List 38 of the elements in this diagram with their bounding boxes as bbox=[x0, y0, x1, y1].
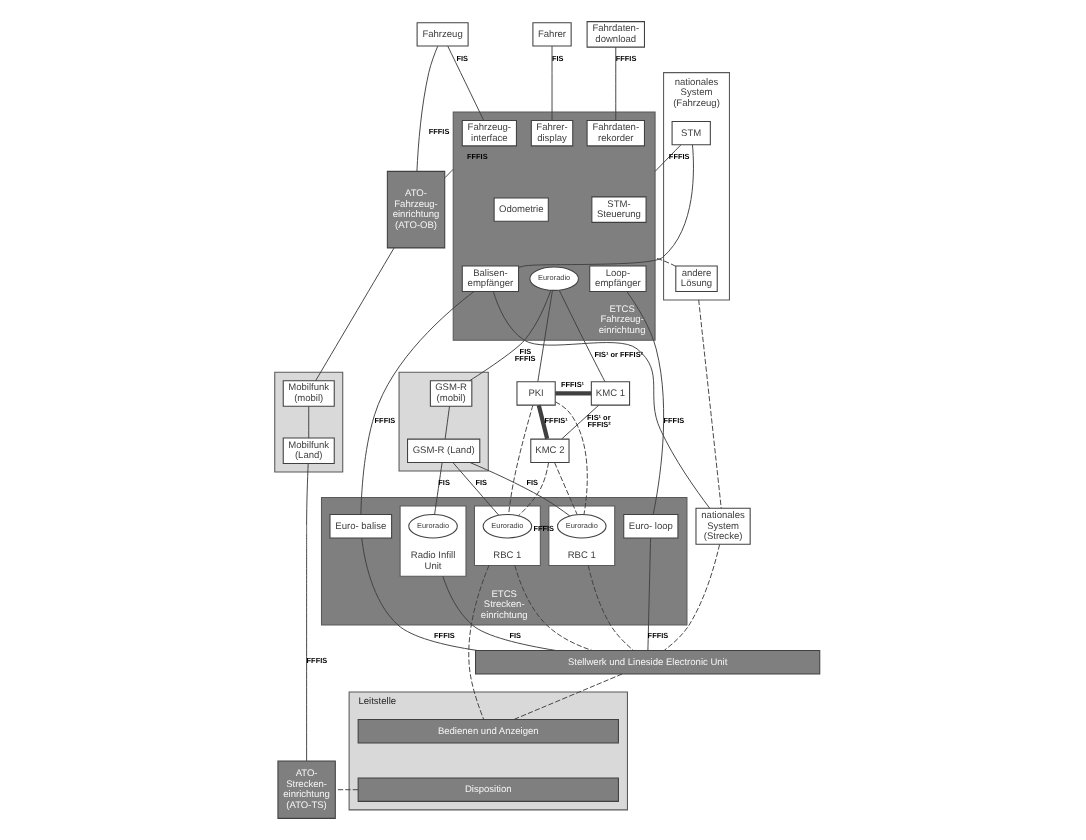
connector bbox=[537, 290, 553, 382]
cluster bbox=[398, 371, 489, 472]
connector bbox=[469, 462, 571, 517]
connector bbox=[555, 401, 588, 516]
connector bbox=[587, 565, 634, 651]
connector bbox=[306, 463, 309, 762]
cluster bbox=[274, 371, 344, 473]
connector bbox=[334, 789, 359, 791]
connector bbox=[517, 462, 549, 517]
connector bbox=[561, 404, 600, 440]
connector bbox=[468, 565, 490, 720]
connector bbox=[447, 45, 485, 121]
connector bbox=[615, 46, 617, 121]
connector bbox=[493, 291, 711, 509]
connector bbox=[551, 45, 553, 121]
connector bbox=[508, 404, 534, 515]
connector bbox=[626, 291, 665, 515]
connector bbox=[654, 144, 682, 172]
connector bbox=[308, 405, 310, 439]
connector bbox=[558, 290, 606, 383]
connector bbox=[514, 565, 593, 651]
connector bbox=[513, 673, 623, 720]
connector bbox=[554, 462, 578, 515]
connector bbox=[647, 537, 652, 651]
connector bbox=[518, 144, 694, 268]
connector bbox=[444, 405, 450, 440]
connector bbox=[663, 544, 721, 651]
connector bbox=[361, 537, 479, 651]
connector bbox=[442, 575, 557, 651]
connector bbox=[444, 168, 454, 179]
connector bbox=[555, 391, 592, 396]
connector bbox=[315, 247, 395, 382]
connector bbox=[452, 462, 500, 516]
connector bbox=[536, 404, 550, 440]
connector bbox=[416, 45, 439, 172]
connector bbox=[469, 290, 552, 382]
connector bbox=[698, 299, 722, 509]
connector bbox=[654, 257, 677, 267]
